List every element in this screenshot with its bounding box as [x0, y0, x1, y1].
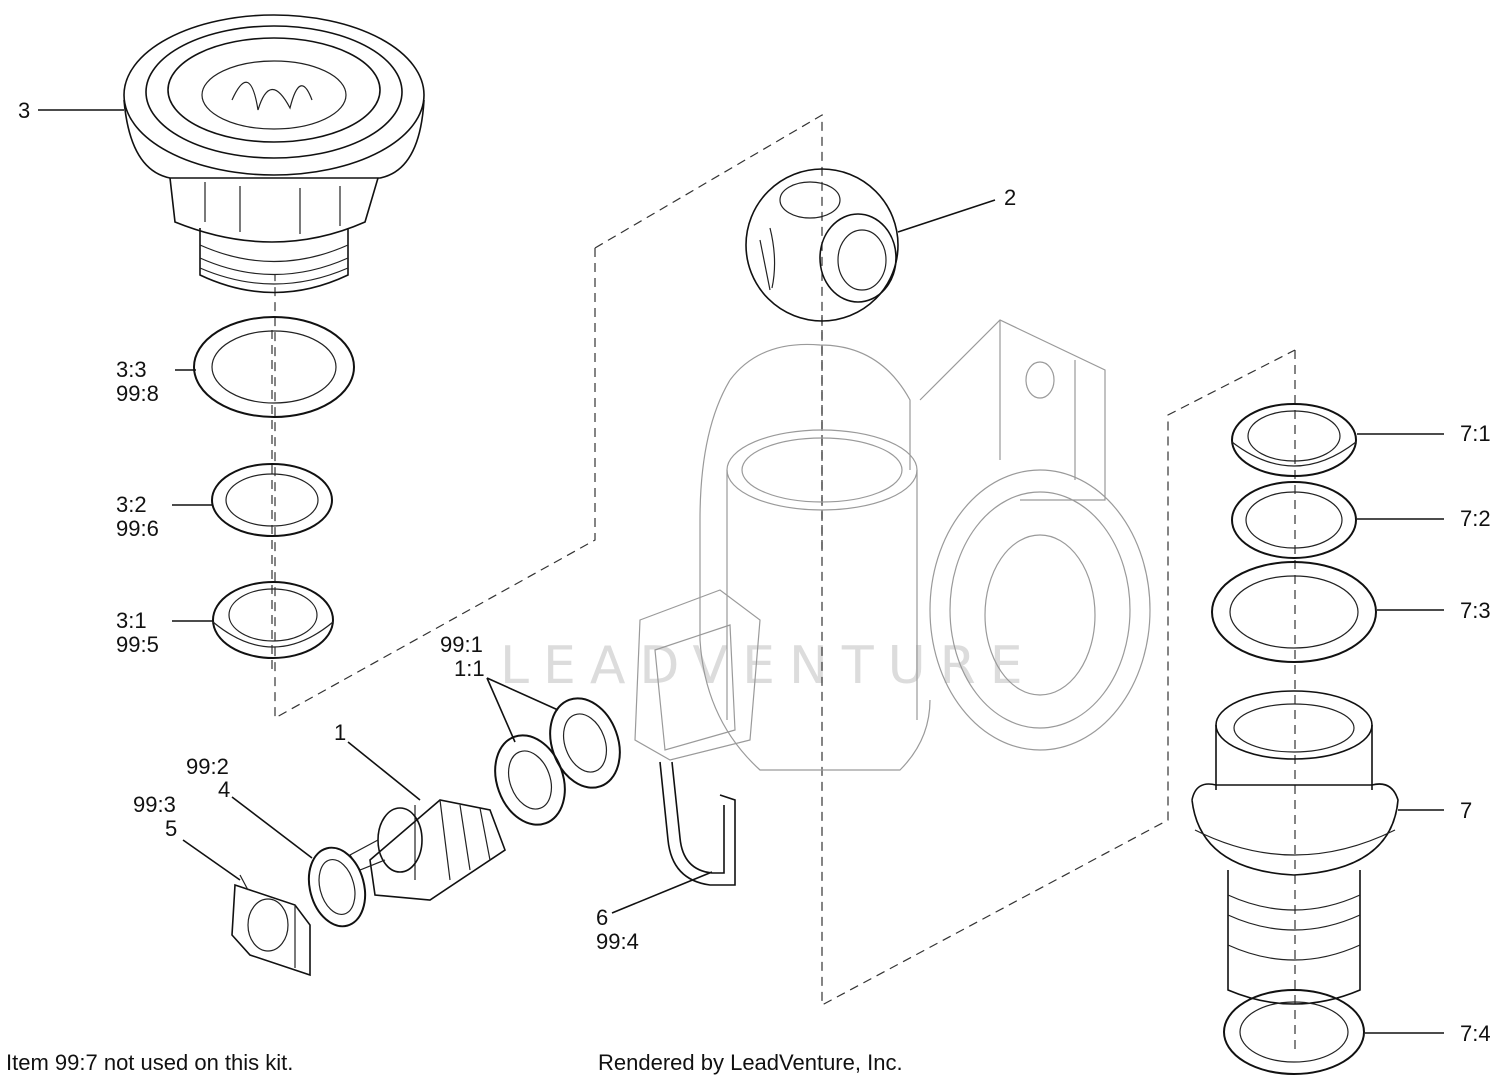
callout-99-5: 99:5: [116, 632, 159, 657]
part-1-1-washer-b: [549, 697, 621, 789]
footer-note: Item 99:7 not used on this kit.: [6, 1050, 294, 1075]
part-3-1-seat-ring: [212, 581, 334, 659]
callout-99-6: 99:6: [116, 516, 159, 541]
part-4-washer: [307, 846, 367, 928]
part-3-2-oring: [211, 463, 333, 537]
callout-7-4: 7:4: [1460, 1021, 1491, 1046]
part-7-2-oring: [1231, 481, 1357, 559]
callout-7-1: 7:1: [1460, 421, 1491, 446]
callout-7: 7: [1460, 798, 1472, 823]
part-4-washer-inner: [318, 858, 356, 916]
part-1-valve-stem: [349, 799, 506, 901]
callout-4: 4: [218, 777, 230, 802]
part-1-1-washer-a: [494, 734, 566, 826]
part-3-housing-cap: [123, 14, 425, 294]
watermark: LEADVENTURE: [500, 636, 1037, 696]
part-3-3-oring: [193, 316, 355, 418]
callout-7-3: 7:3: [1460, 598, 1491, 623]
part-1-1-washer-b-inner: [562, 713, 608, 773]
leader-lines: [38, 109, 1444, 1034]
callout-6: 6: [596, 905, 608, 930]
part-2-valve-ball: [745, 168, 899, 322]
valve-body: [634, 319, 1151, 771]
callout-5: 5: [165, 816, 177, 841]
callout-99-1: 99:1: [440, 632, 483, 657]
assembly-boundary-lines: [271, 113, 1296, 1050]
part-3-3-oring-inner: [211, 330, 337, 404]
part-7-housing: [1191, 690, 1399, 1005]
part-7-4-oring-inner: [1239, 1001, 1349, 1063]
callout-labels: 3 3:3 99:8 3:2 99:6 3:1 99:5 2 99:1 1:1 …: [18, 98, 1491, 1046]
callout-99-4: 99:4: [596, 929, 639, 954]
callout-99-3: 99:3: [133, 792, 176, 817]
part-7-1-seat-ring: [1231, 403, 1357, 477]
footer-credit: Rendered by LeadVenture, Inc.: [598, 1050, 903, 1075]
callout-3: 3: [18, 98, 30, 123]
part-3-2-oring-inner: [225, 473, 319, 527]
callout-2: 2: [1004, 185, 1016, 210]
part-5-handle: [231, 874, 311, 977]
callout-3-3: 3:3: [116, 357, 147, 382]
callout-99-8: 99:8: [116, 381, 159, 406]
part-1-1-washer-a-inner: [507, 750, 553, 810]
callout-7-2: 7:2: [1460, 506, 1491, 531]
callout-1: 1: [334, 720, 346, 745]
callout-1-1: 1:1: [454, 656, 485, 681]
part-7-3-oring: [1211, 561, 1377, 663]
callout-99-2: 99:2: [186, 754, 229, 779]
part-7-4-oring: [1223, 989, 1365, 1075]
part-7-3-oring-inner: [1229, 575, 1359, 649]
part-7-2-oring-inner: [1245, 491, 1343, 549]
callout-3-2: 3:2: [116, 492, 147, 517]
part-6-u-clip: [659, 761, 736, 886]
callout-3-1: 3:1: [116, 608, 147, 633]
